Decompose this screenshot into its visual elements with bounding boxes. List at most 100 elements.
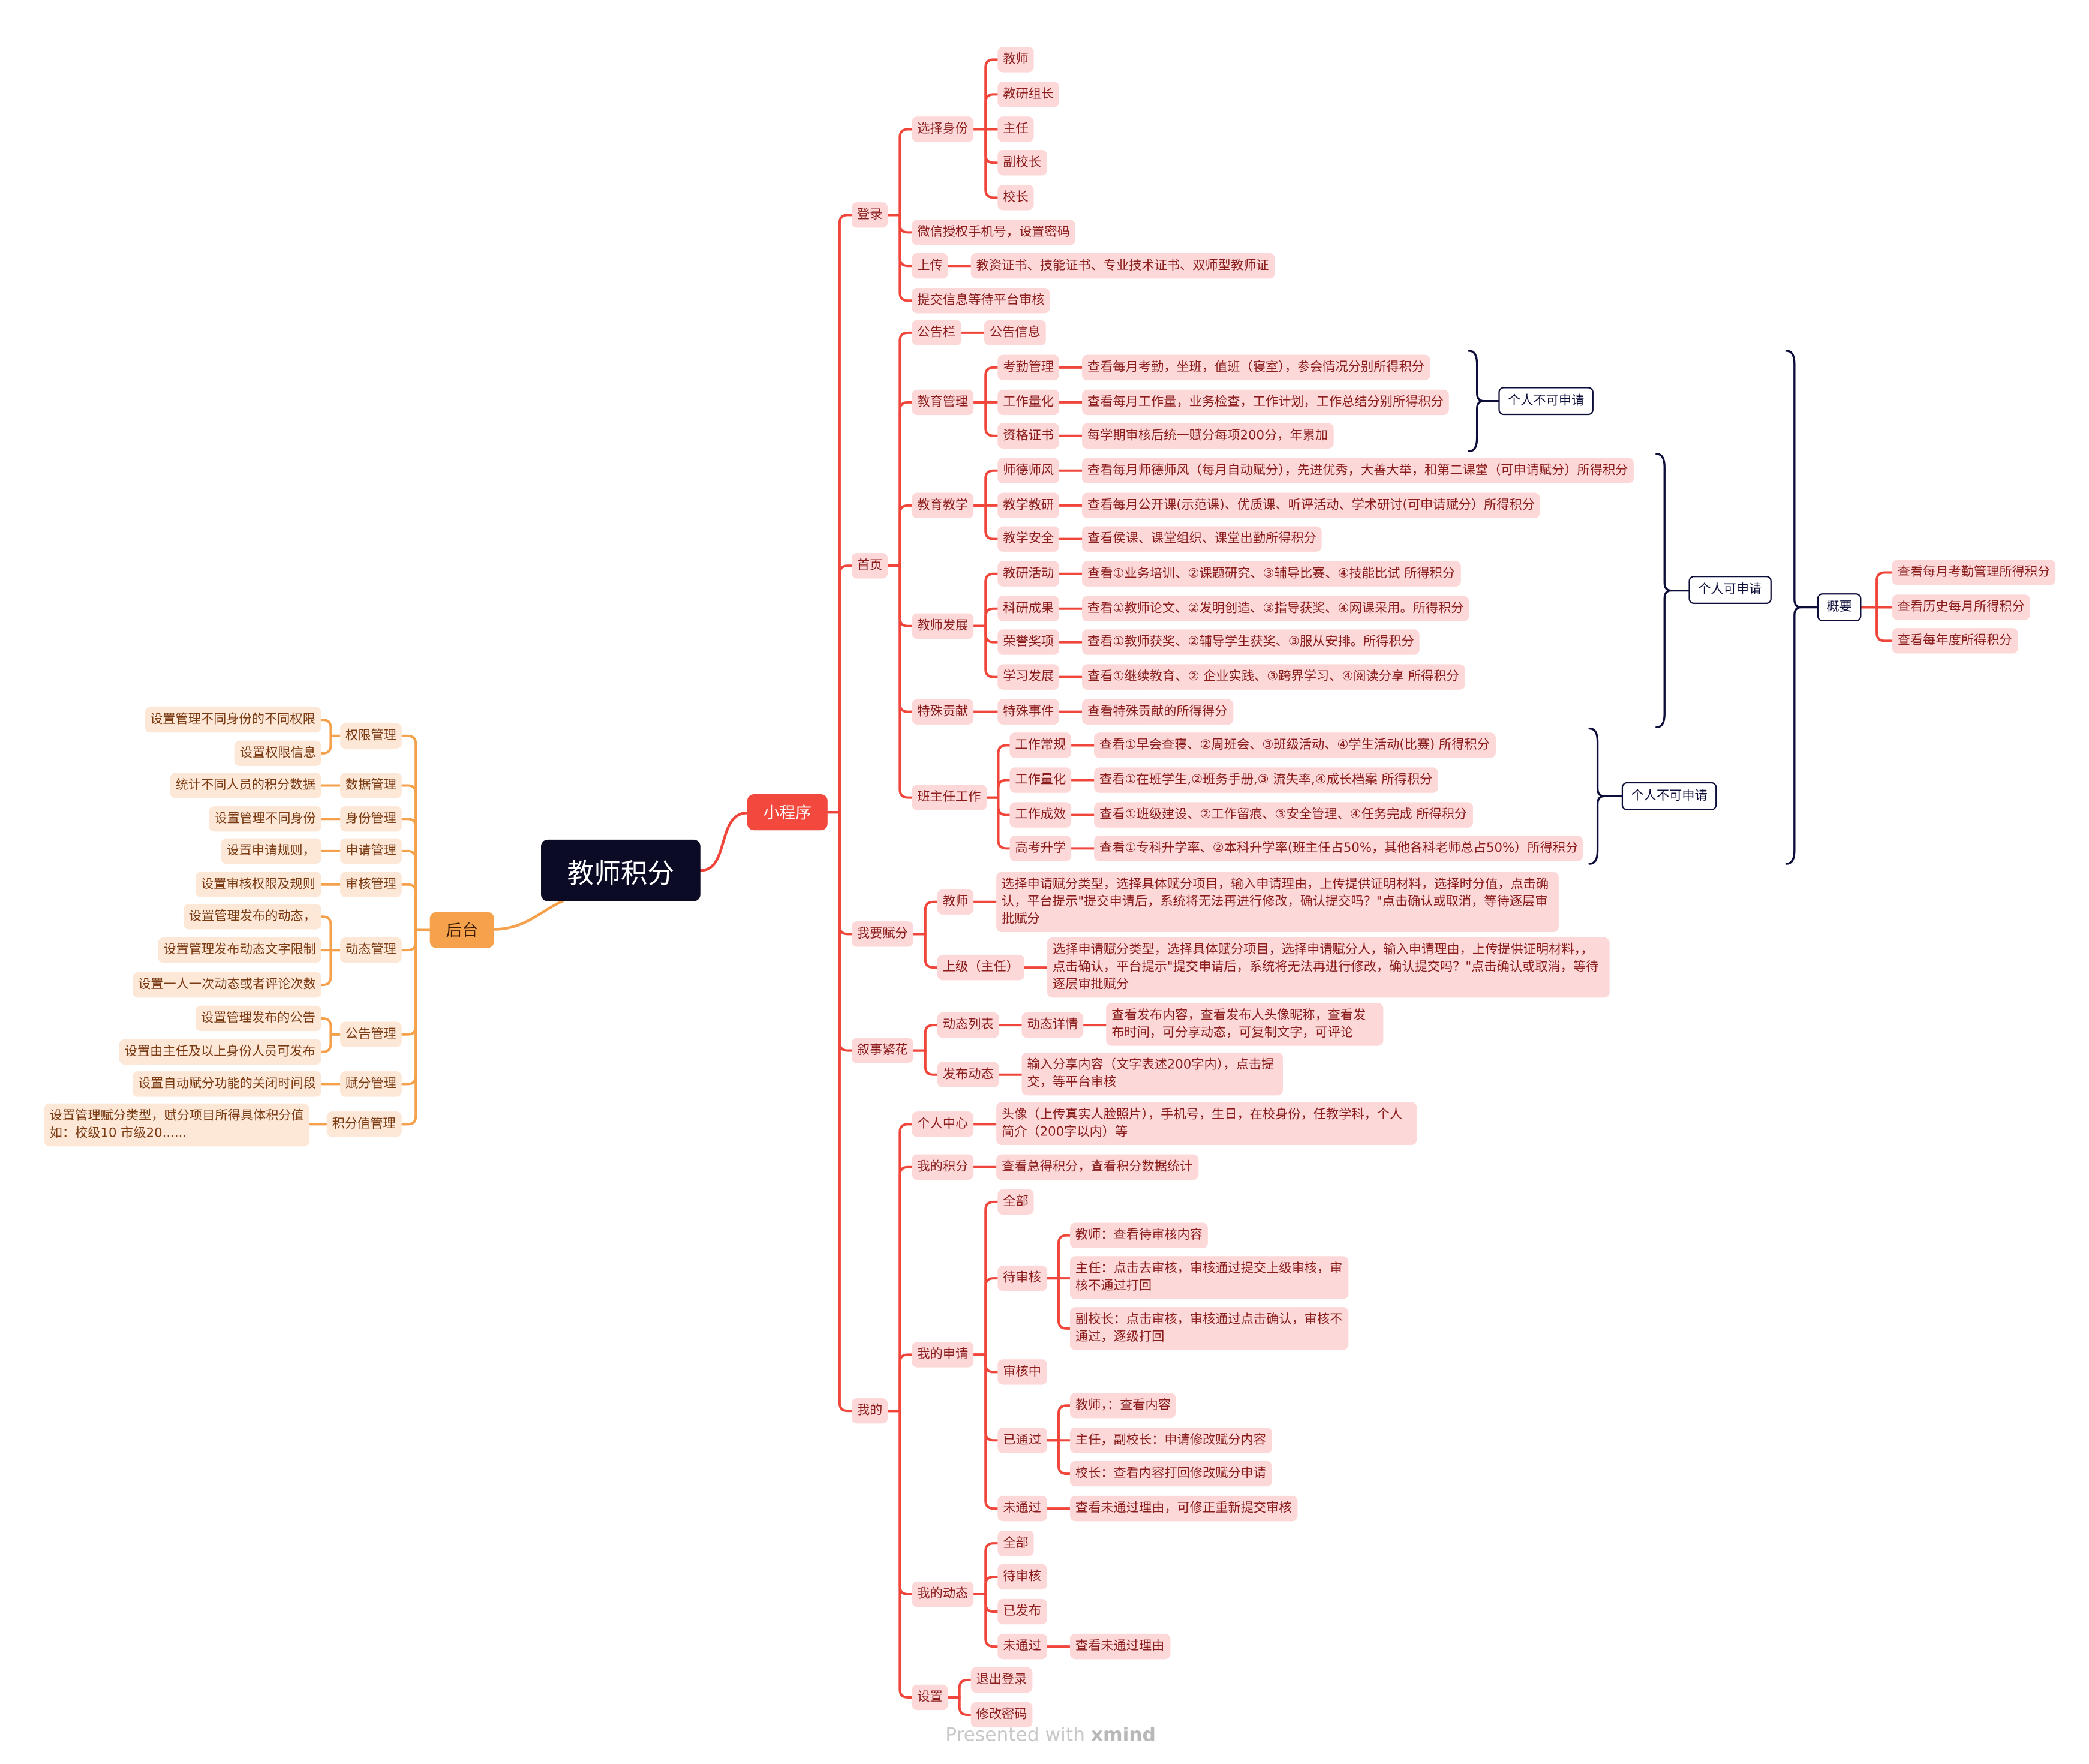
leaf-topic-mini[interactable]: 查看每月公开课(示范课)、优质课、听评活动、学术研讨(可申请赋分）所得积分 (1082, 492, 1540, 518)
topic-mini[interactable]: 叙事繁花 (851, 1037, 913, 1063)
topic-mini[interactable]: 师德师风 (997, 457, 1060, 483)
topic-mini[interactable]: 高考升学 (1009, 835, 1072, 861)
leaf-topic-admin[interactable]: 设置管理赋分类型，赋分项目所得具体积分值如：校级10 市级20...... (44, 1103, 309, 1147)
leaf-topic-mini[interactable]: 查看每月考勤，坐班，值班（寝室），参会情况分别所得积分 (1082, 354, 1430, 380)
topic-mini[interactable]: 教学教研 (997, 492, 1060, 518)
leaf-topic-mini[interactable]: 查看①早会查寝、②周班会、③班级活动、④学生活动(比赛) 所得积分 (1094, 732, 1495, 758)
leaf-topic-mini[interactable]: 选择申请赋分类型，选择具体赋分项目，输入申请理由，上传提供证明材料，选择时分值，… (996, 871, 1559, 931)
leaf-topic-mini[interactable]: 退出登录 (970, 1666, 1033, 1693)
leaf-topic-mini[interactable]: 公告信息 (984, 319, 1046, 345)
leaf-topic-mini[interactable]: 教研组长 (997, 81, 1060, 107)
topic-admin[interactable]: 数据管理 (340, 772, 402, 798)
topic-mini[interactable]: 上传 (912, 252, 948, 278)
leaf-topic-mini[interactable]: 查看①教师论文、②发明创造、③指导获奖、④网课采用。所得积分 (1082, 595, 1469, 621)
leaf-topic-mini[interactable]: 头像（上传真实人脸照片），手机号，生日，在校身份，任教学科，个人简介（200字以… (996, 1102, 1417, 1145)
leaf-topic-mini[interactable]: 主任：点击去审核，审核通过提交上级审核，审核不通过打回 (1069, 1256, 1349, 1299)
topic-mini[interactable]: 未通过 (997, 1633, 1047, 1659)
leaf-topic-mini[interactable]: 输入分享内容（文字表述200字内），点击提交，等平台审核 (1021, 1052, 1283, 1096)
topic-mini[interactable]: 工作量化 (997, 389, 1060, 415)
leaf-topic-mini[interactable]: 提交信息等待平台审核 (912, 287, 1050, 313)
topic-mini[interactable]: 工作量化 (1009, 767, 1072, 792)
leaf-topic-admin[interactable]: 设置权限信息 (234, 740, 321, 765)
topic-mini[interactable]: 工作常规 (1009, 732, 1072, 758)
leaf-topic-mini[interactable]: 查看①在班学生,②班务手册,③ 流失率,④成长档案 所得积分 (1094, 767, 1438, 792)
leaf-topic-admin[interactable]: 设置管理不同身份 (209, 805, 321, 831)
leaf-topic-mini[interactable]: 查看侯课、课堂组织、课堂出勤所得积分 (1082, 525, 1322, 551)
topic-mini[interactable]: 动态详情 (1021, 1011, 1084, 1038)
leaf-topic-mini[interactable]: 查看①继续教育、② 企业实践、③跨界学习、④阅读分享 所得积分 (1082, 663, 1465, 689)
topic-mini[interactable]: 学习发展 (997, 663, 1060, 689)
leaf-topic-mini[interactable]: 查看①专科升学率、②本科升学率(班主任占50%，其他各科老师总占50%）所得积分 (1094, 835, 1584, 861)
leaf-topic-mini[interactable]: 选择申请赋分类型，选择具体赋分项目，选择申请赋分人，输入申请理由，上传提供证明材… (1047, 936, 1610, 997)
leaf-topic-mini[interactable]: 查看每月工作量，业务检查，工作计划，工作总结分别所得积分 (1082, 389, 1449, 415)
topic-mini[interactable]: 资格证书 (997, 422, 1060, 448)
topic-mini[interactable]: 班主任工作 (912, 784, 987, 810)
topic-mini[interactable]: 我要赋分 (851, 920, 913, 946)
leaf-topic-admin[interactable]: 设置一人一次动态或者评论次数 (133, 971, 321, 997)
leaf-topic-mini[interactable]: 查看未通过理由 (1069, 1633, 1170, 1659)
leaf-topic-mini[interactable]: 每学期审核后统一赋分每项200分，年累加 (1082, 422, 1333, 448)
leaf-topic-mini[interactable]: 全部 (997, 1529, 1034, 1556)
topic-admin[interactable]: 申请管理 (340, 837, 402, 863)
central-topic[interactable]: 教师积分 (541, 839, 701, 901)
topic-mini[interactable]: 已通过 (997, 1426, 1047, 1453)
leaf-topic-admin[interactable]: 设置管理发布的动态， (183, 903, 321, 929)
leaf-topic-mini[interactable]: 教师：查看待审核内容 (1069, 1222, 1208, 1248)
leaf-topic-admin[interactable]: 设置由主任及以上身份人员可发布 (119, 1038, 321, 1064)
topic-mini[interactable]: 我的动态 (912, 1580, 974, 1607)
leaf-topic-mini[interactable]: 查看①班级建设、②工作留痕、③安全管理、④任务完成 所得积分 (1094, 801, 1473, 827)
leaf-topic-mini[interactable]: 已发布 (997, 1598, 1047, 1624)
summary-applicable[interactable]: 个人可申请 (1688, 576, 1771, 604)
summary-not-applicable-1[interactable]: 个人不可申请 (1498, 387, 1594, 416)
topic-mini[interactable]: 教育管理 (912, 389, 974, 415)
leaf-topic-mini[interactable]: 教师，：查看内容 (1069, 1392, 1176, 1418)
topic-mini[interactable]: 特殊贡献 (912, 698, 974, 724)
topic-mini[interactable]: 个人中心 (912, 1111, 974, 1137)
topic-mini[interactable]: 教师 (937, 888, 974, 914)
leaf-topic-mini[interactable]: 副校长：点击审核，审核通过点击确认，审核不通过，逐级打回 (1069, 1307, 1349, 1350)
summary-overview[interactable]: 概要 (1817, 593, 1862, 621)
topic-admin[interactable]: 公告管理 (340, 1021, 402, 1047)
leaf-topic-mini[interactable]: 查看发布内容，查看发布人头像昵称，查看发布时间，可分享动态，可复制文字，可评论 (1106, 1003, 1384, 1046)
leaf-topic-mini[interactable]: 全部 (997, 1188, 1034, 1214)
leaf-topic-mini[interactable]: 待审核 (997, 1563, 1047, 1589)
topic-mini[interactable]: 考勤管理 (997, 354, 1060, 380)
topic-mini[interactable]: 上级（主任） (937, 954, 1025, 980)
topic-mini[interactable]: 我的 (851, 1397, 888, 1423)
leaf-topic-mini[interactable]: 副校长 (997, 149, 1047, 175)
leaf-topic-mini[interactable]: 查看每月师德师风（每月自动赋分），先进优秀，大善大举，和第二课堂（可申请赋分）所… (1082, 457, 1634, 483)
summary-not-applicable-2[interactable]: 个人不可申请 (1621, 782, 1717, 810)
topic-admin[interactable]: 身份管理 (340, 805, 402, 831)
topic-mini[interactable]: 科研成果 (997, 595, 1060, 621)
topic-mini-program[interactable]: 小程序 (747, 794, 828, 831)
topic-admin[interactable]: 赋分管理 (340, 1071, 402, 1096)
leaf-topic-admin[interactable]: 设置申请规则， (221, 837, 321, 863)
leaf-topic-mini[interactable]: 审核中 (997, 1359, 1047, 1384)
leaf-topic-mini[interactable]: 校长 (997, 184, 1034, 210)
leaf-topic-mini[interactable]: 主任，副校长：申请修改赋分内容 (1069, 1426, 1272, 1453)
leaf-topic-mini[interactable]: 查看特殊贡献的所得得分 (1082, 698, 1233, 724)
topic-mini[interactable]: 待审核 (997, 1264, 1047, 1291)
topic-admin[interactable]: 积分值管理 (326, 1111, 401, 1137)
leaf-topic-mini[interactable]: 微信授权手机号，设置密码 (912, 219, 1075, 245)
topic-mini[interactable]: 设置 (912, 1684, 948, 1710)
topic-mini[interactable]: 教学安全 (997, 525, 1060, 551)
topic-mini[interactable]: 首页 (851, 552, 888, 578)
topic-mini[interactable]: 我的申请 (912, 1341, 974, 1367)
topic-mini[interactable]: 荣誉奖项 (997, 629, 1060, 654)
topic-admin[interactable]: 权限管理 (340, 722, 402, 748)
topic-admin[interactable]: 动态管理 (340, 936, 402, 963)
leaf-topic-admin[interactable]: 设置管理不同身份的不同权限 (145, 706, 321, 732)
leaf-topic-mini[interactable]: 校长：查看内容打回修改赋分申请 (1069, 1460, 1272, 1486)
topic-mini[interactable]: 教研活动 (997, 560, 1060, 586)
topic-mini[interactable]: 工作成效 (1009, 801, 1072, 827)
leaf-topic-mini[interactable]: 教资证书、技能证书、专业技术证书、双师型教师证 (970, 252, 1275, 278)
leaf-topic-mini[interactable]: 查看总得积分，查看积分数据统计 (996, 1153, 1198, 1179)
topic-mini[interactable]: 我的积分 (912, 1153, 974, 1179)
leaf-topic-admin[interactable]: 统计不同人员的积分数据 (170, 772, 321, 798)
leaf-topic-mini[interactable]: 查看未通过理由，可修正重新提交审核 (1069, 1495, 1297, 1521)
topic-mini[interactable]: 教师发展 (912, 612, 974, 638)
topic-mini[interactable]: 教育教学 (912, 492, 974, 518)
overview-item[interactable]: 查看每月考勤管理所得积分 (1892, 560, 2056, 585)
topic-mini[interactable]: 公告栏 (912, 319, 961, 345)
